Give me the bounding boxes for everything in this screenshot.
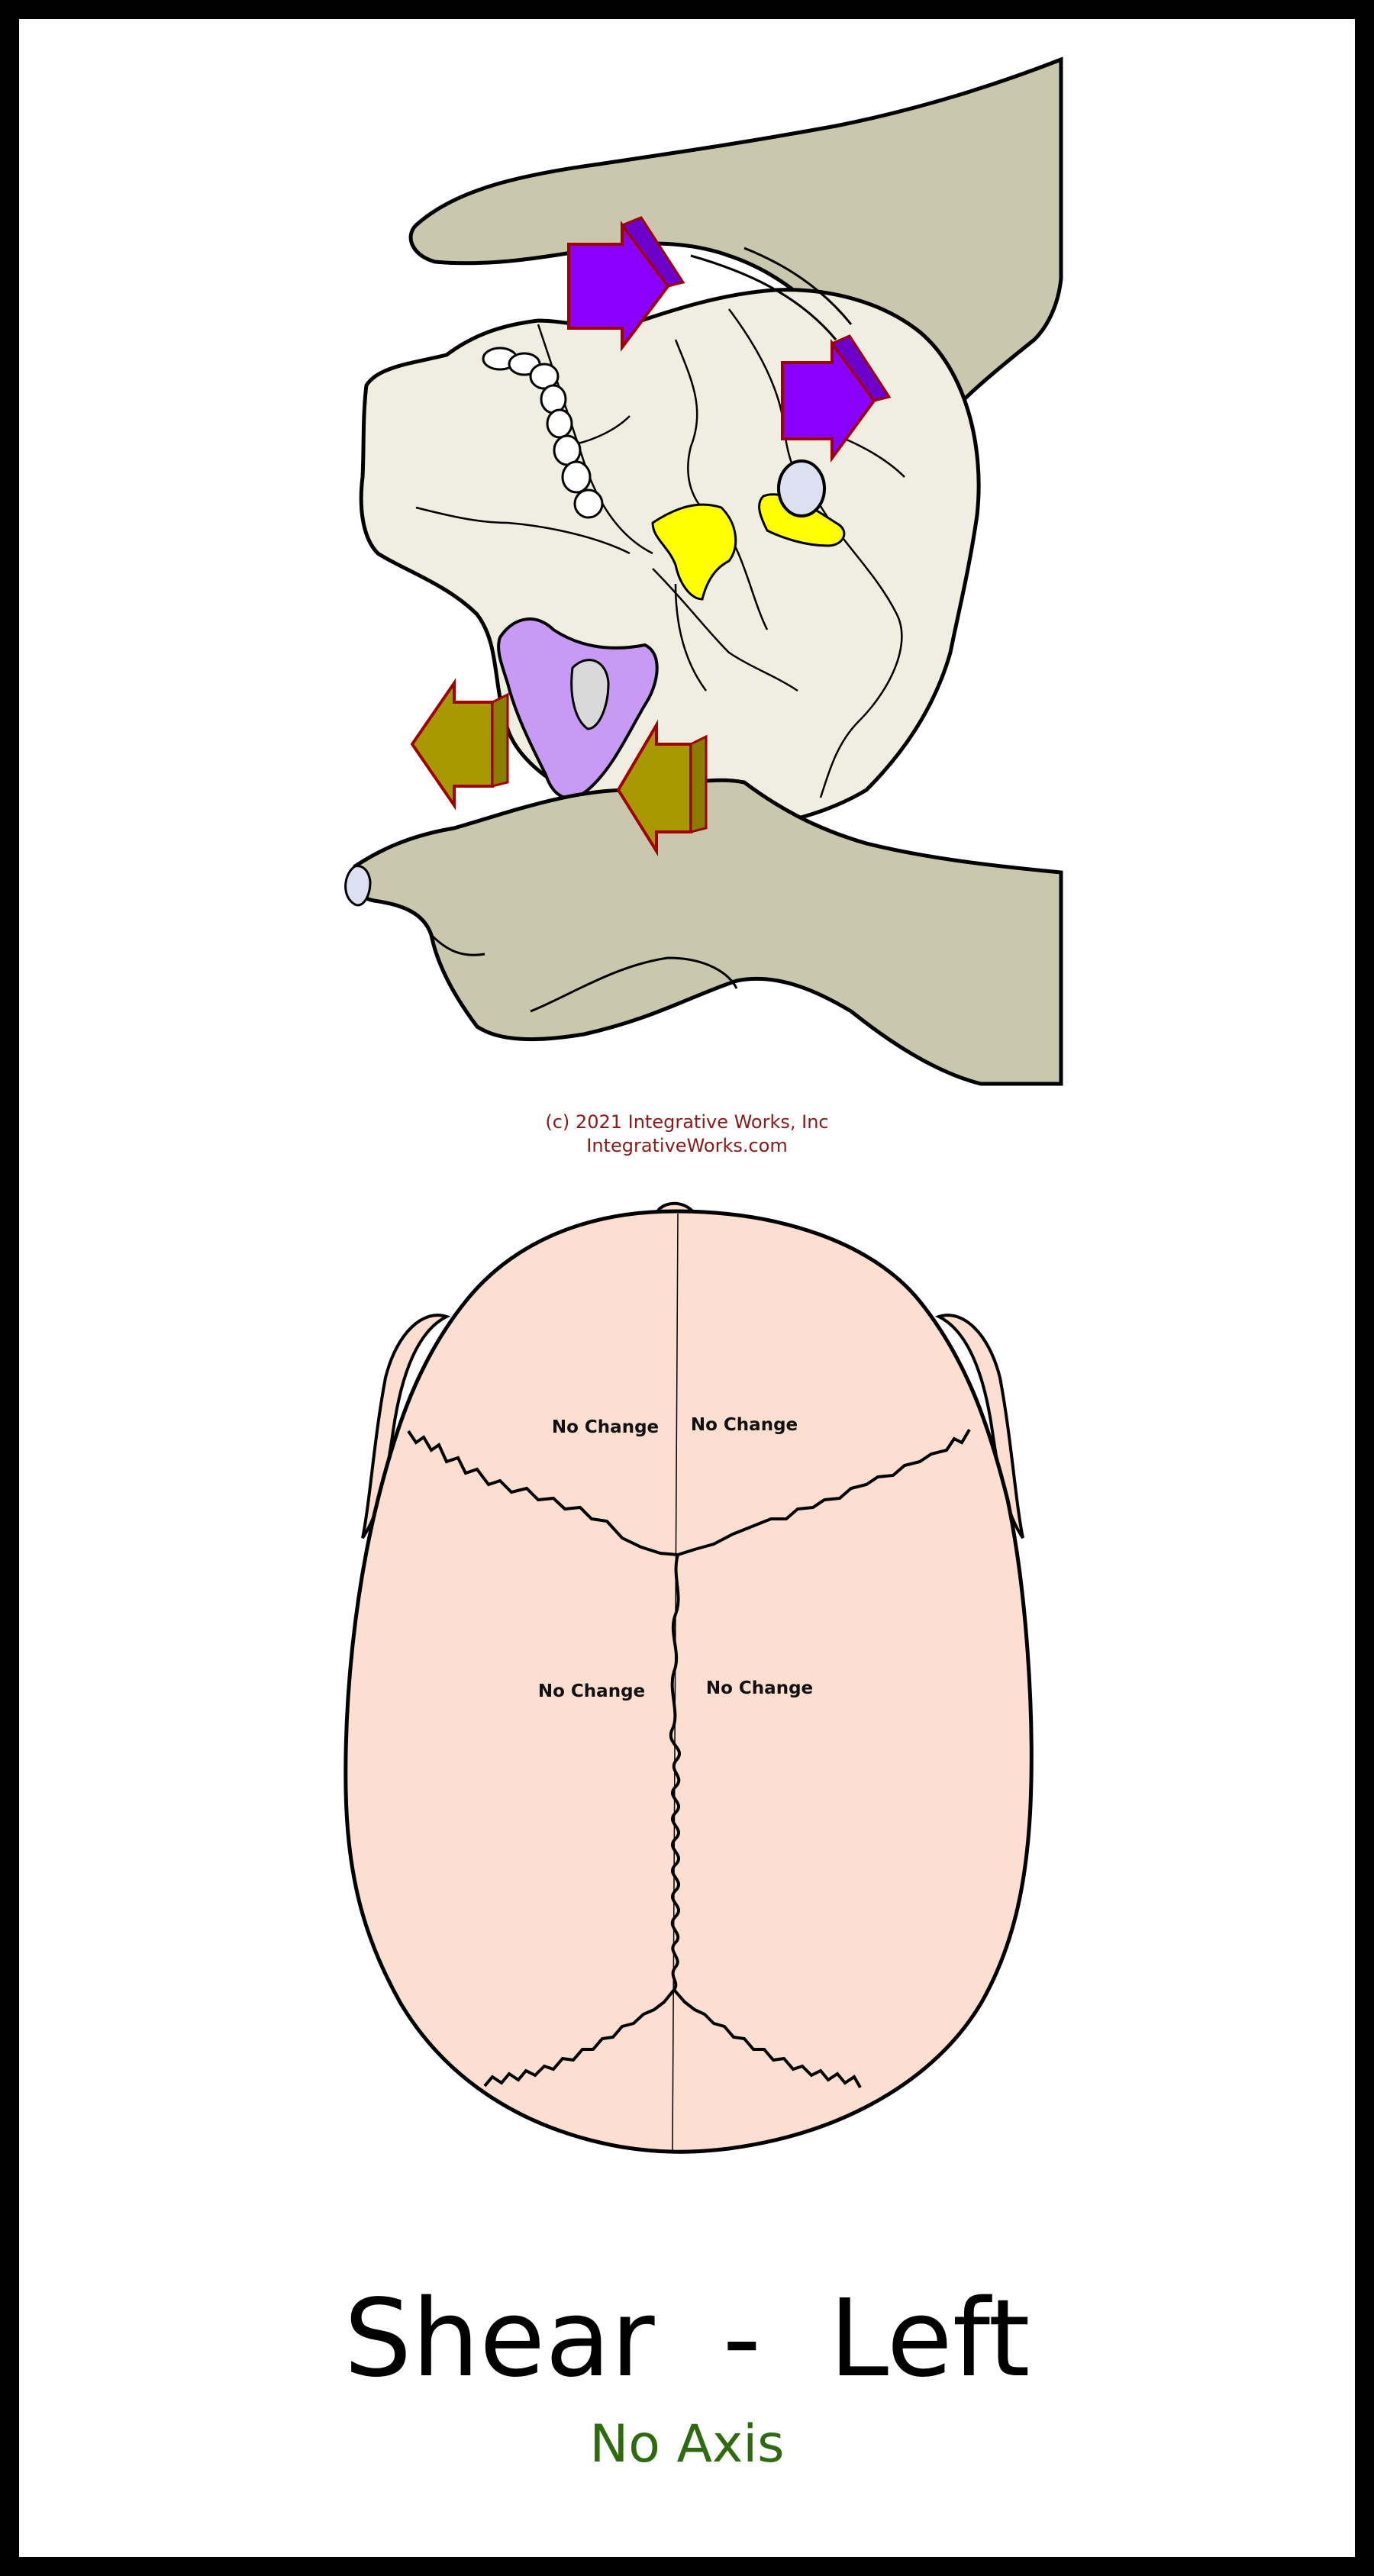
ear-canal bbox=[777, 459, 826, 517]
lower-hand bbox=[350, 778, 1063, 1086]
label-frontal-left: No Change bbox=[551, 1417, 660, 1437]
left-arrow-icon bbox=[616, 719, 708, 856]
label-parietal-right: No Change bbox=[705, 1678, 814, 1698]
sagittal-suture bbox=[669, 1554, 681, 1991]
lambdoid-suture bbox=[483, 1987, 862, 2088]
vault-outline bbox=[344, 1209, 1034, 2154]
pterygoid-fossa bbox=[570, 659, 610, 730]
right-arrow-icon bbox=[781, 334, 892, 463]
coronal-suture bbox=[407, 1428, 971, 1557]
hand-creases bbox=[430, 247, 853, 1013]
sagittal-midline bbox=[672, 1213, 679, 2151]
axis-subtitle: No Axis bbox=[589, 2414, 785, 2474]
right-arrow-icon bbox=[567, 216, 685, 352]
copyright-line: (c) 2021 Integrative Works, Inc bbox=[545, 1111, 829, 1133]
label-parietal-left: No Change bbox=[537, 1681, 646, 1701]
teeth bbox=[482, 347, 604, 519]
thumbnail bbox=[344, 865, 372, 907]
left-arrow-icon bbox=[410, 678, 509, 811]
page-title: Shear - Left bbox=[344, 2277, 1030, 2401]
label-frontal-right: No Change bbox=[690, 1415, 798, 1435]
skull-hands-illustration bbox=[344, 56, 1063, 1086]
sphenoid-greater-wing-right bbox=[651, 503, 737, 601]
website-line: IntegrativeWorks.com bbox=[586, 1135, 788, 1156]
cranial-vault-top-view bbox=[344, 1201, 1034, 2154]
illustration-card: (c) 2021 Integrative Works, Inc Integrat… bbox=[19, 19, 1355, 2557]
